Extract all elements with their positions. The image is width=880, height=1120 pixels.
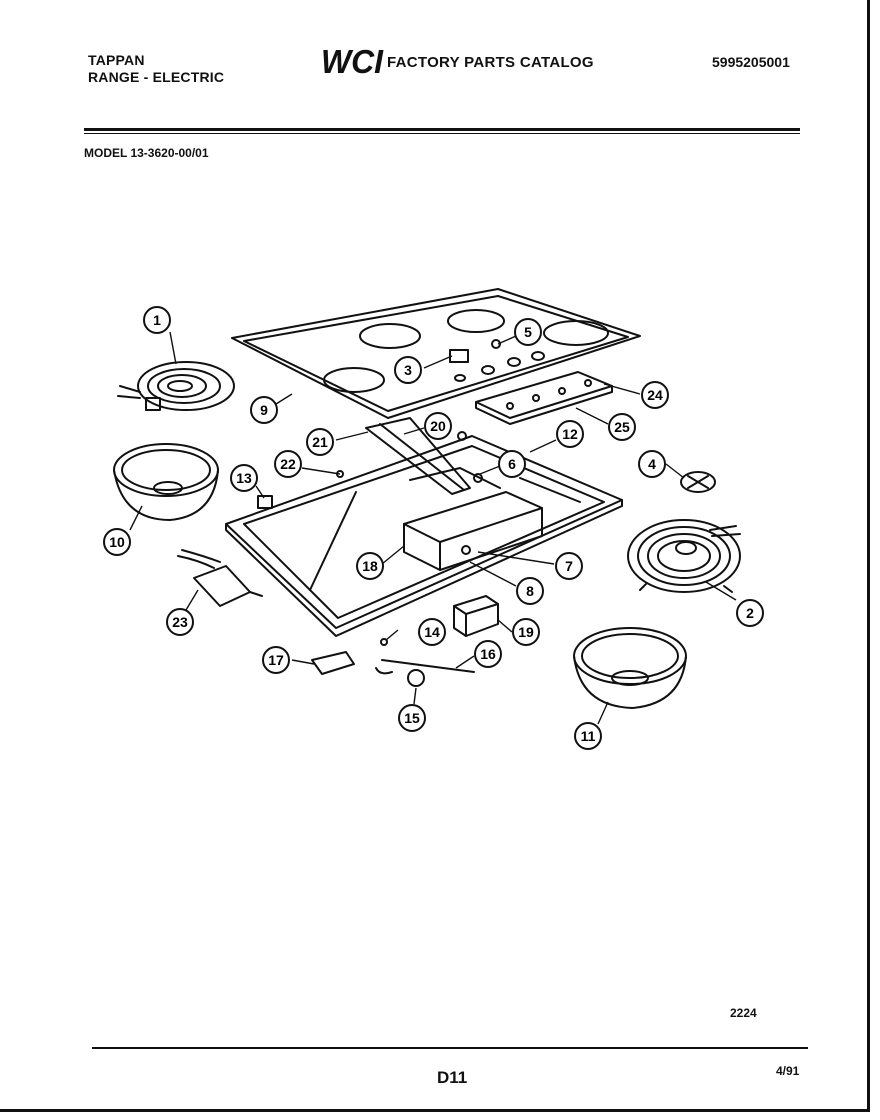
- svg-text:17: 17: [268, 652, 284, 668]
- svg-text:22: 22: [280, 456, 296, 472]
- leader-lines: [129, 331, 737, 725]
- indicator-light: [680, 471, 716, 493]
- callout-9: 9: [250, 396, 278, 424]
- svg-text:2: 2: [746, 605, 754, 621]
- logo-lettering: WCI: [321, 44, 384, 78]
- svg-text:3: 3: [404, 362, 412, 378]
- callout-7: 7: [555, 552, 583, 580]
- svg-text:14: 14: [424, 624, 440, 640]
- callout-2: 2: [736, 599, 764, 627]
- svg-text:24: 24: [647, 387, 663, 403]
- receptacle-block: [453, 595, 499, 637]
- burner-box-tray: [225, 435, 623, 637]
- callout-8: 8: [516, 577, 544, 605]
- svg-text:1: 1: [153, 312, 161, 328]
- svg-text:5: 5: [524, 324, 532, 340]
- callout-13: 13: [230, 464, 258, 492]
- svg-text:10: 10: [109, 534, 125, 550]
- callout-17: 17: [262, 646, 290, 674]
- svg-text:18: 18: [362, 558, 378, 574]
- surface-element-large: [627, 519, 741, 593]
- catalog-number: 5995205001: [712, 54, 790, 70]
- svg-text:19: 19: [518, 624, 534, 640]
- page-number: D11: [437, 1068, 468, 1087]
- terminal-box: [403, 491, 543, 571]
- callout-3: 3: [394, 356, 422, 384]
- header-rule-thick: [84, 128, 800, 131]
- drawing-number: 2224: [730, 1006, 757, 1020]
- svg-text:12: 12: [562, 426, 578, 442]
- drip-bowl-small: [113, 443, 219, 521]
- callout-15: 15: [398, 704, 426, 732]
- svg-text:8: 8: [526, 583, 534, 599]
- svg-text:6: 6: [508, 456, 516, 472]
- callout-20: 20: [424, 412, 452, 440]
- svg-text:16: 16: [480, 646, 496, 662]
- svg-text:23: 23: [172, 614, 188, 630]
- callout-25: 25: [608, 413, 636, 441]
- callout-22: 22: [274, 450, 302, 478]
- callout-18: 18: [356, 552, 384, 580]
- svg-text:15: 15: [404, 710, 420, 726]
- callout-16: 16: [474, 640, 502, 668]
- callout-4: 4: [638, 450, 666, 478]
- callout-19: 19: [512, 618, 540, 646]
- brand-name: TAPPAN: [88, 52, 145, 68]
- svg-text:20: 20: [430, 418, 446, 434]
- header-rule-thin: [84, 133, 800, 134]
- callout-21: 21: [306, 428, 334, 456]
- product-type: RANGE - ELECTRIC: [88, 69, 225, 85]
- surface-element-small: [117, 361, 235, 411]
- svg-text:21: 21: [312, 434, 328, 450]
- svg-text:13: 13: [236, 470, 252, 486]
- model-number: MODEL 13-3620-00/01: [84, 146, 209, 160]
- callout-6: 6: [498, 450, 526, 478]
- callout-11: 11: [574, 722, 602, 750]
- svg-text:9: 9: [260, 402, 268, 418]
- wci-logo: WCI: [321, 44, 384, 78]
- callout-14: 14: [418, 618, 446, 646]
- callout-10: 10: [103, 528, 131, 556]
- svg-text:7: 7: [565, 558, 573, 574]
- callout-5: 5: [514, 318, 542, 346]
- part-callouts: 1 2 3 4 5 6 7 8 9 10 11 12 13 14 15 16 1…: [103, 306, 764, 750]
- svg-text:11: 11: [581, 728, 596, 744]
- support-channel: [365, 417, 471, 495]
- header-brand-block: TAPPAN RANGE - ELECTRIC: [88, 52, 224, 86]
- callout-24: 24: [641, 381, 669, 409]
- callout-12: 12: [556, 420, 584, 448]
- callout-1: 1: [143, 306, 171, 334]
- footer-rule: [92, 1047, 808, 1049]
- svg-text:25: 25: [614, 419, 630, 435]
- callout-23: 23: [166, 608, 194, 636]
- catalog-title: FACTORY PARTS CATALOG: [387, 54, 594, 71]
- wire-harness: [177, 549, 263, 607]
- svg-text:4: 4: [648, 456, 656, 472]
- cooktop-top-frame: [231, 288, 641, 419]
- hardware-parts: [257, 339, 501, 687]
- drip-bowl-large: [573, 627, 687, 709]
- revision-date: 4/91: [776, 1064, 800, 1078]
